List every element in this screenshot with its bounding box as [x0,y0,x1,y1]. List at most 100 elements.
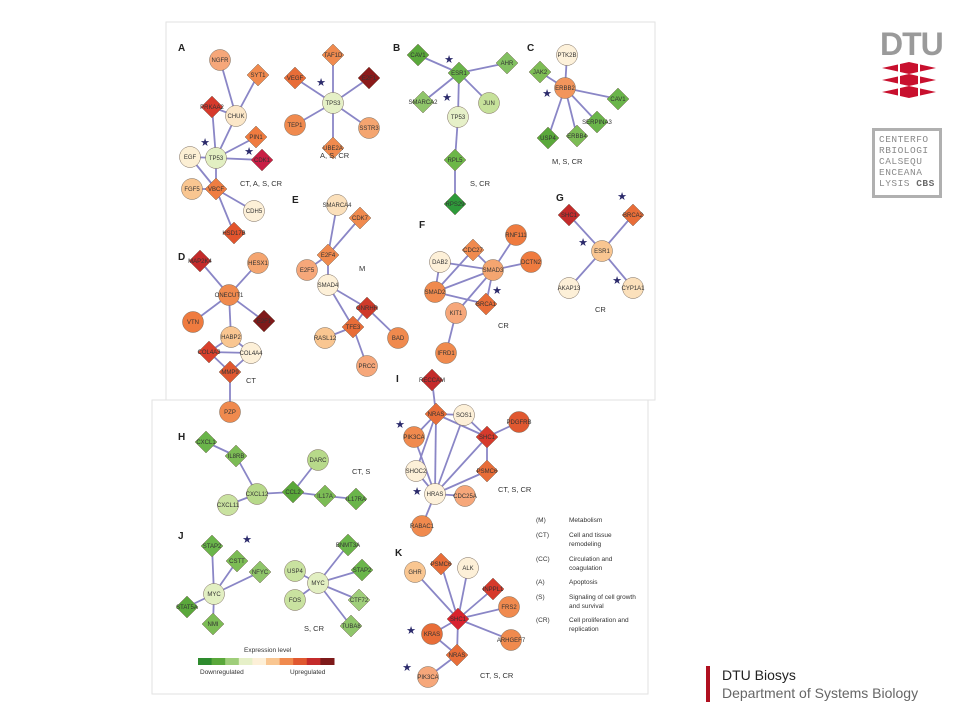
node-shape-chuk [225,105,247,127]
significance-star-icon: ★ [617,190,627,203]
panel-letter-k: K [395,548,403,559]
node-shape-ngfr [209,49,231,71]
node-col4a3: COL4A3 [197,340,221,364]
edge-cdk7-e2f4 [327,217,361,256]
dtu-wave-gap-2 [918,60,920,104]
node-stap2: STAP2 [350,558,374,582]
node-label-ube2a: UBE2A [323,146,343,152]
panel-letter-j: J [178,531,184,542]
node-cdc25a: CDC25A [453,485,477,507]
node-shape-usp4 [284,560,306,582]
legend-swatch-9 [320,658,335,665]
node-prcc: PRCC [356,355,378,377]
significance-star-icon: ★ [542,87,552,100]
node-ube2a: UBE2A [321,136,345,160]
edge-nras-hras [434,413,437,495]
category-code-4: (S) [536,594,545,601]
node-usp4: USP4 [284,560,306,582]
node-label-cyp1a1: CYP1A1 [621,286,645,292]
node-label-usp4c: USP4 [540,136,556,142]
node-cdc27: CDC27 [461,238,485,262]
node-shape-serpina3 [585,110,609,134]
node-label-prcc: PRCC [358,364,376,370]
node-label-syt1: SYT1 [250,73,266,79]
significance-star-icon: ★ [316,76,326,89]
node-label-stap2j: STAP2 [203,544,222,550]
node-shape-smarca4 [326,194,348,216]
node-label-sos1: SOS1 [456,413,473,419]
node-label-reccam: RECCAM [419,378,445,384]
dtu-logo-text: DTU [880,26,944,62]
node-shape-psmc6k [429,552,453,576]
significance-star-icon: ★ [406,624,416,637]
edge-psmc6k-shc1k [440,563,459,620]
node-shape-psmc6 [475,459,499,483]
node-bnmt3a: BNMT3A [336,533,360,557]
node-label-tuba8: TUBA8 [341,624,361,630]
significance-star-icon: ★ [244,145,254,158]
node-egf: EGF [179,146,201,168]
node-label-nfyc: NFYC [252,570,269,576]
panel-letter-i: I [396,374,399,385]
node-shape-vbcf [204,177,228,201]
node-label-nras: NRAS [428,412,445,418]
panel-category-c: M, S, CR [552,157,583,166]
node-shape-arhgef7 [500,629,522,651]
node-il17ra: IL17RA [344,487,368,511]
edge-shc1i-hras [434,436,488,495]
cbs-line-5: CBS [916,178,935,189]
node-prkaa2: PRKAA2 [200,95,224,119]
node-shape-shoc2 [405,460,427,482]
cbs-line-1: RBIOLOGI [879,145,929,156]
node-label-il17ra: IL17RA [346,497,366,503]
node-label-jun: JUN [483,101,495,107]
significance-star-icon: ★ [442,91,452,104]
node-shape-prkaa2 [200,95,224,119]
node-fos: FOS [284,589,306,611]
node-stap2j: STAP2 [200,534,224,558]
node-label-smarca2: SMARCA2 [408,100,438,106]
legend-swatch-6 [279,658,294,665]
cbs-line-3: ENCEANA [879,167,923,178]
panel-letter-h: H [178,432,185,443]
node-e2f1: E2F1 [357,66,381,90]
category-desc-4-line1: Signaling of cell growth [569,594,636,601]
panel-category-f: CR [498,321,509,330]
dtu-logo-waves-icon [882,60,936,104]
node-label-dctn2: DCTN2 [521,260,542,266]
node-label-hsd17b: HSD17B [222,231,245,237]
node-shape-fgf5 [181,178,203,200]
node-brca1: BRCA1 [474,292,498,316]
node-pik3ca2: PIK3CA [403,426,425,448]
significance-star-icon: ★ [402,661,412,674]
node-shape-tp53b [447,106,469,128]
node-shape-nras [424,402,448,426]
node-nmi: NMI [201,612,225,636]
node-shape-usp4c [536,126,560,150]
node-label-tp53b: TP53 [451,115,466,121]
node-label-pik3ca2: PIK3CA [403,435,424,441]
node-smad3: SMAD3 [482,259,504,281]
node-shape-tfe3 [341,315,365,339]
node-shape-onecut1 [218,284,240,306]
node-sos1: SOS1 [453,404,475,426]
node-ghr: GHR [404,561,426,583]
panel-category-i: CT, S, CR [498,485,532,494]
node-label-pdgfrb: PDGFRB [506,420,531,426]
category-desc-5-line1: Cell proliferation and [569,617,629,624]
legend-swatch-5 [266,658,281,665]
node-shape-brca2 [621,203,645,227]
node-shape-rps29 [443,192,467,216]
node-label-akap13: AKAP13 [558,286,581,292]
node-shape-rnf111 [505,224,527,246]
node-label-col4a3: COL4A3 [197,350,221,356]
node-label-gnrhr: GNRHR [356,306,379,312]
node-shc1g: SHC1 [557,203,581,227]
node-label-cav1c: CAV1 [610,97,626,103]
node-e2f1d: E2F1 [252,309,276,333]
node-shape-tep1 [284,114,306,136]
node-label-cav1b: CAV1 [410,53,426,59]
node-label-rnf111: RNF111 [505,233,527,239]
node-shape-mycj [203,583,225,605]
node-vtn: VTN [182,311,204,333]
